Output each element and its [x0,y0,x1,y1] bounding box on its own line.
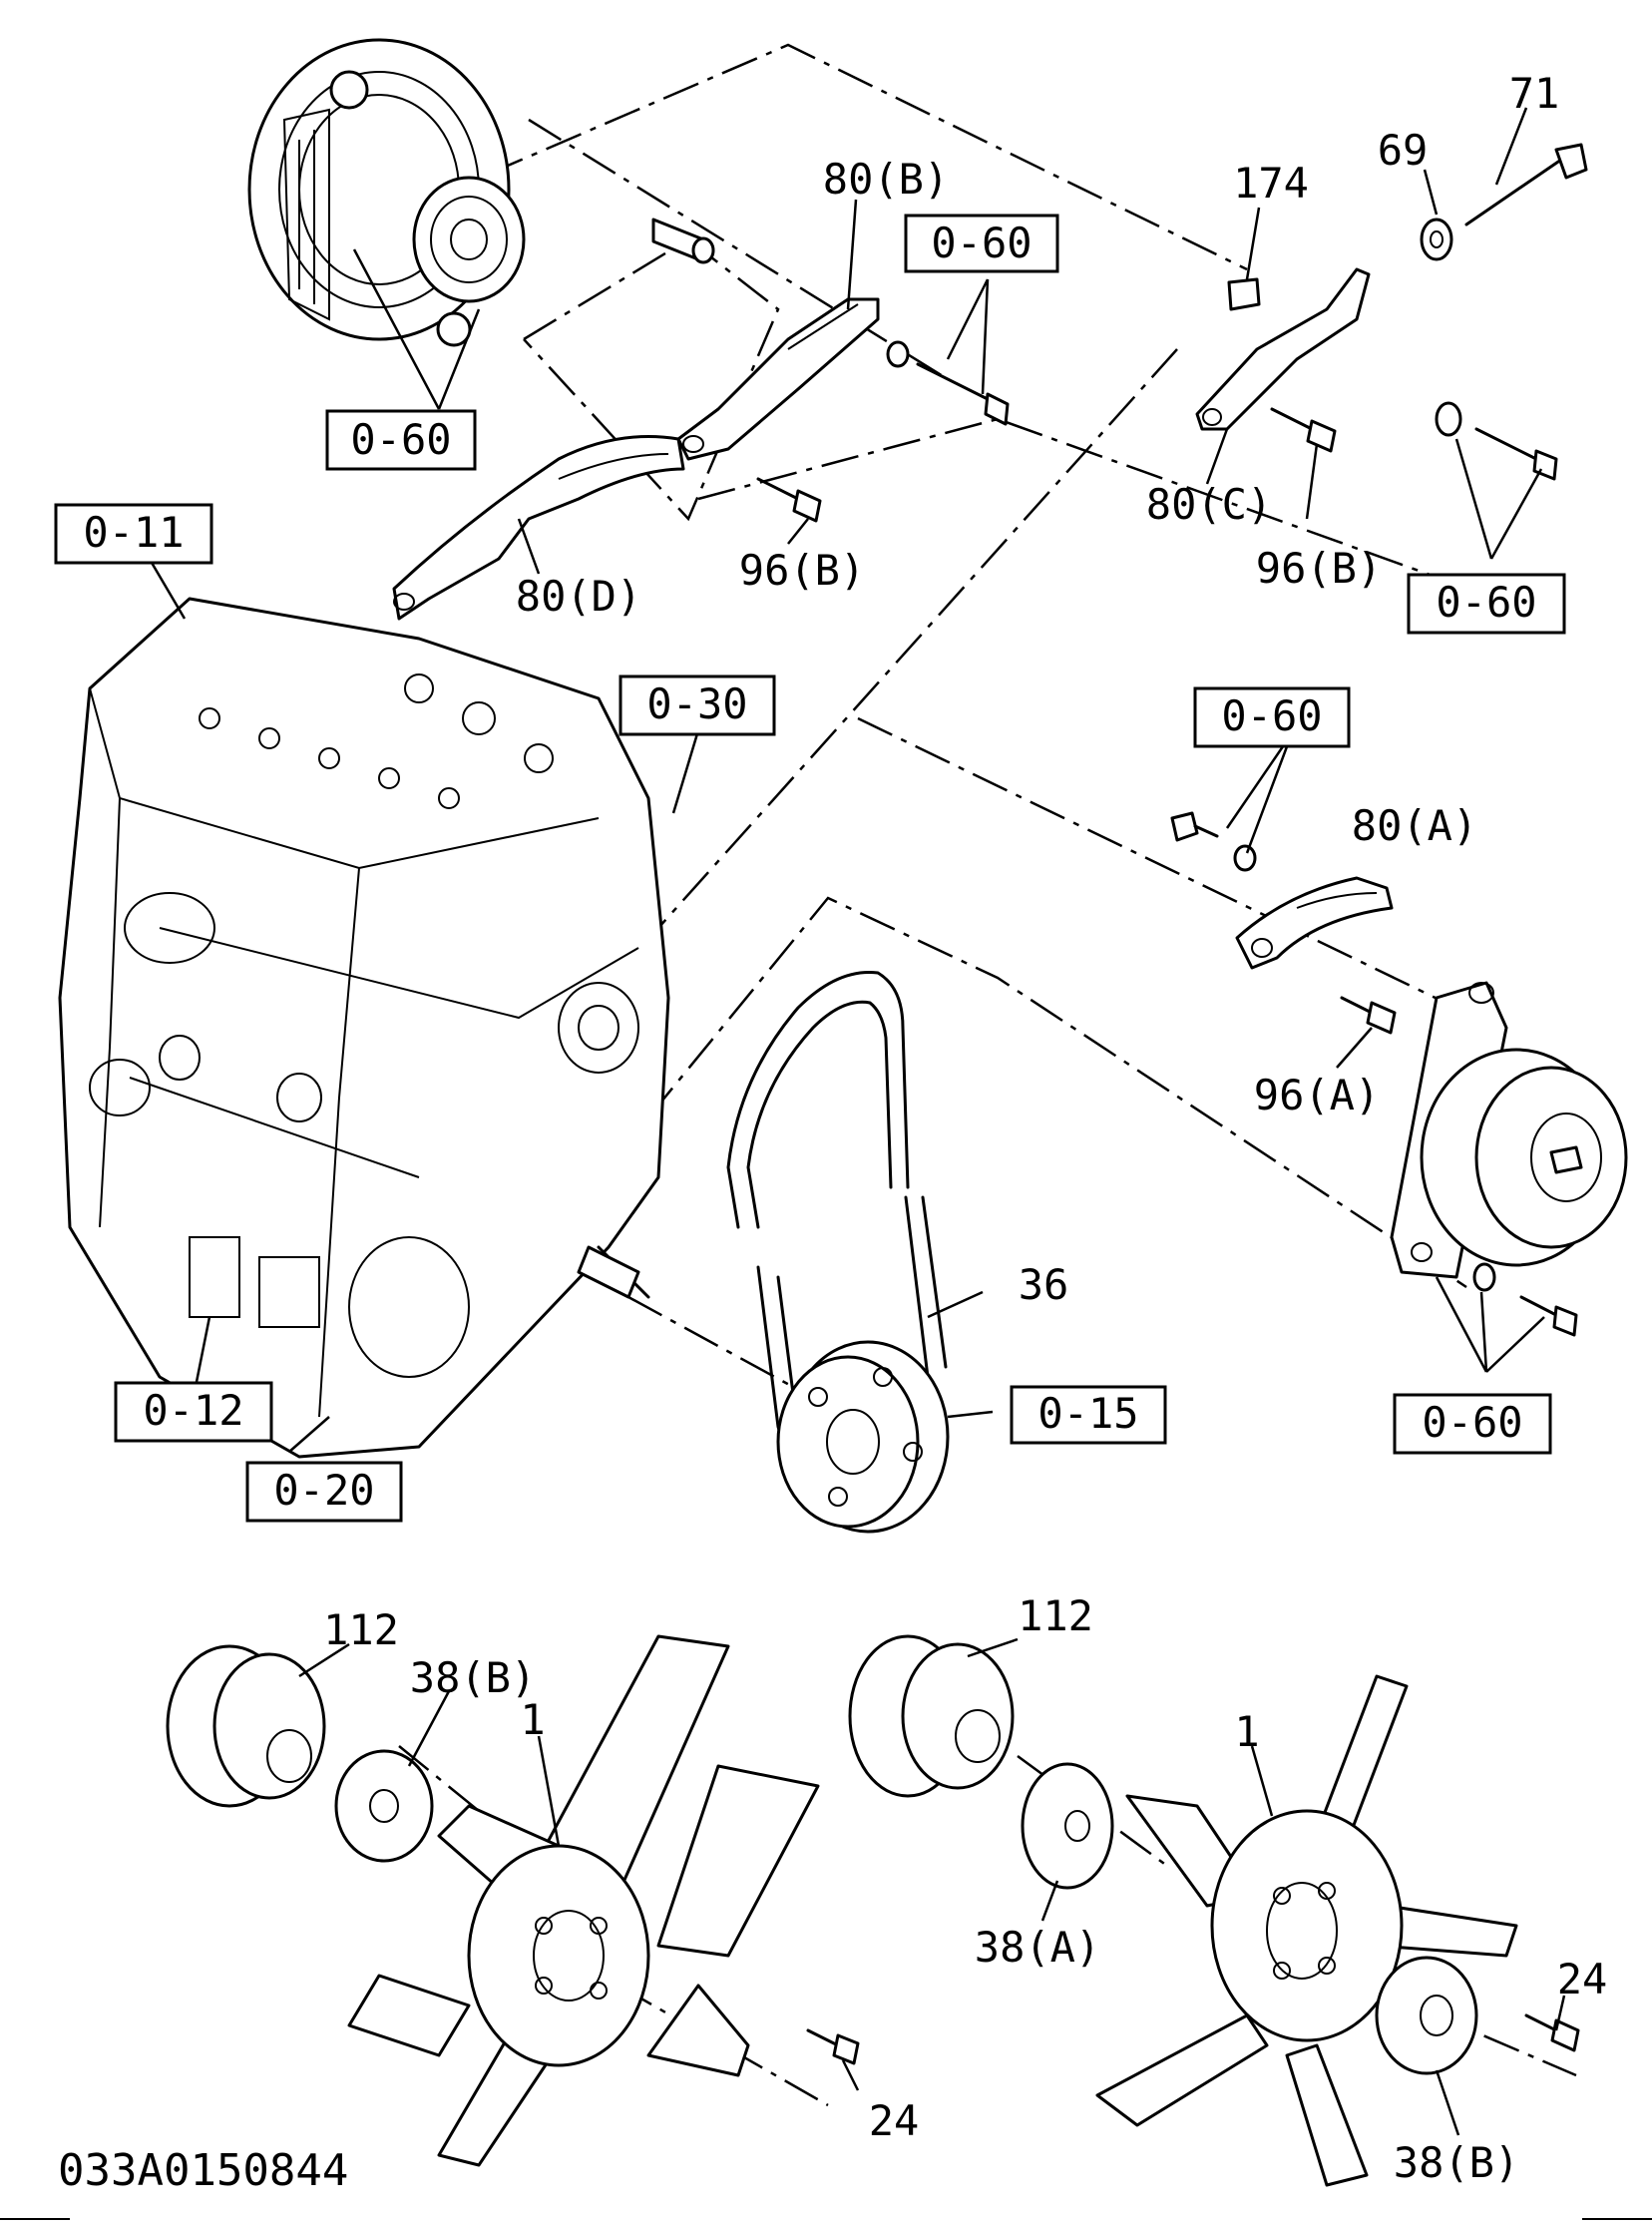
washer-bolt-idler [1472,1262,1578,1337]
callout-36: 36 [1019,1260,1069,1309]
svg-text:0-60: 0-60 [1422,1398,1522,1447]
bolt-96b-right [1270,407,1337,453]
callout-38b-right: 38(B) [1394,2138,1519,2187]
callout-174: 174 [1233,159,1309,208]
svg-text:0-60: 0-60 [1221,691,1322,740]
washer-bolt-upper [886,340,1010,426]
ref-box-bracket-c: 0-60 [1407,573,1566,635]
spacer-collar [651,218,715,264]
bolt-24-right [1524,2013,1580,2052]
crank-pulley [776,1340,950,1534]
ref-box-bolt-upper: 0-60 [904,214,1059,273]
svg-text:0-20: 0-20 [273,1466,374,1515]
callout-1-left: 1 [520,1695,545,1744]
bolt-24-left [806,2028,860,2065]
engine-block [58,597,670,1459]
svg-text:0-12: 0-12 [143,1386,243,1435]
callout-24-left: 24 [869,2096,920,2145]
bolt-71 [1464,143,1588,226]
bracket-80d [392,435,685,621]
ref-box-cylinder-head: 0-11 [54,503,213,565]
alternator [247,38,526,347]
callout-96a: 96(A) [1254,1071,1380,1119]
fan-adapter-38a [1021,1762,1114,1890]
ref-box-fan-bracket-lower: 0-60 [1393,1393,1552,1455]
ref-box-alternator: 0-60 [325,409,477,471]
svg-text:0-60: 0-60 [350,415,451,464]
callout-80d: 80(D) [516,572,641,621]
bolt-96b-left [756,477,822,523]
svg-text:0-60: 0-60 [1436,578,1536,627]
callout-96b-left: 96(B) [739,546,865,595]
washer-bolt-right [1435,401,1558,481]
callout-80b: 80(B) [823,155,949,204]
callout-71: 71 [1509,69,1560,118]
callout-69: 69 [1378,126,1429,175]
fan-1-left [347,1634,820,2167]
svg-text:0-60: 0-60 [931,219,1032,267]
callout-1-right: 1 [1234,1707,1259,1756]
fan-adapter-38b-left [334,1749,434,1863]
callout-96b-right: 96(B) [1256,544,1382,593]
bolt-96a [1340,996,1397,1035]
idler-pulley [1420,1048,1628,1267]
callout-24-right: 24 [1557,1955,1608,2004]
nut-174 [1227,277,1261,311]
callout-labels: 71 69 174 80(B) 80(C) 80(D) 96(B) 96(B) … [323,69,1607,2187]
svg-text:0-15: 0-15 [1037,1389,1138,1438]
ref-box-injection: 0-30 [619,674,776,736]
ref-box-front-cover: 0-20 [245,1461,403,1523]
bracket-80b [676,297,880,461]
fan-1-right [1095,1674,1518,2187]
fan-spacer-112-left [166,1644,326,1808]
bolt-fan-bracket [1170,811,1257,872]
ref-box-crankcase: 0-12 [114,1381,273,1443]
washer-69 [1420,218,1453,261]
callout-80a: 80(A) [1352,801,1477,850]
bracket-80c [1195,267,1371,431]
callout-38b-left: 38(B) [410,1653,536,1702]
svg-text:0-30: 0-30 [646,679,747,728]
svg-text:0-11: 0-11 [83,508,184,557]
bracket-80a [1235,876,1394,970]
fan-adapter-38b-right [1375,1956,1478,2075]
leader-lines [143,107,1566,2136]
callout-38a: 38(A) [975,1923,1100,1972]
callout-112-left: 112 [323,1605,399,1654]
ref-box-crank-pulley: 0-15 [1010,1385,1167,1445]
drawing-number: 033A0150844 [58,2145,348,2196]
fan-spacer-112-right [848,1634,1015,1798]
callout-112-right: 112 [1018,1591,1093,1640]
callout-80c: 80(C) [1146,480,1272,529]
ref-box-fan-bracket-bolt: 0-60 [1193,686,1351,748]
